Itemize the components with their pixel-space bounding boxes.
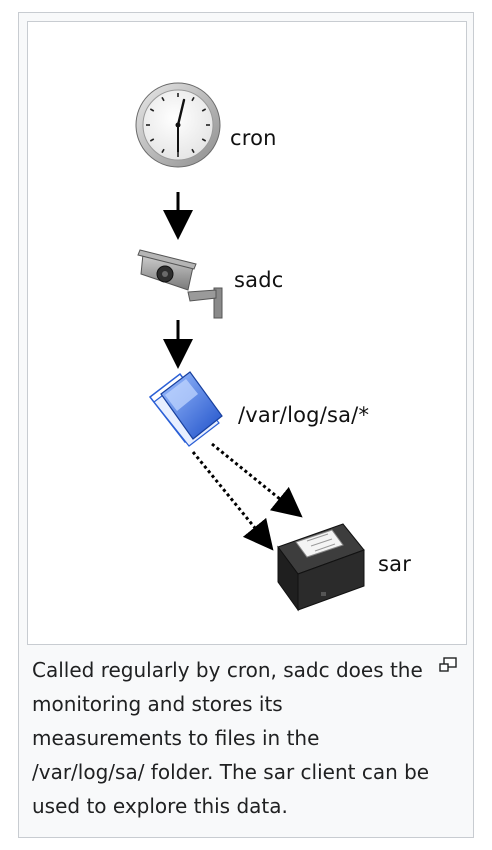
folder-path-label: /var/log/sa/*	[238, 403, 370, 427]
diagram-svg	[135, 82, 365, 612]
security-camera-icon	[137, 249, 223, 319]
folder-icon	[148, 371, 223, 447]
figure-frame: cron sadc /var/log/sa/* sar Called regul…	[18, 12, 474, 838]
figure-caption: Called regularly by cron, sadc does the …	[32, 658, 430, 818]
cron-label: cron	[230, 126, 277, 150]
sadc-label: sadc	[234, 268, 284, 292]
magnify-icon[interactable]	[439, 657, 457, 673]
arrow-folder-to-sar-1	[191, 451, 274, 551]
sar-label: sar	[378, 552, 412, 576]
printer-icon	[277, 523, 365, 612]
arrow-folder-to-sar-2	[211, 442, 303, 518]
diagram-area: cron sadc /var/log/sa/* sar	[27, 21, 467, 645]
clock-icon	[135, 82, 221, 168]
